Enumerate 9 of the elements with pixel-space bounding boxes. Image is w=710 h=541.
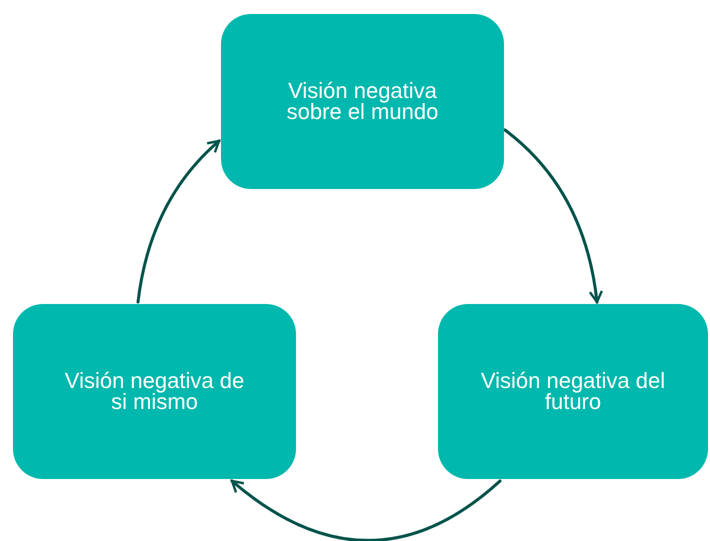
process-box: [13, 304, 296, 479]
process-box: [221, 14, 504, 189]
box-label: Visión negativa de si mismo: [64, 370, 246, 412]
curved-arrow: [504, 128, 603, 304]
curved-arrow: [136, 140, 220, 304]
process-box: [438, 304, 708, 479]
curved-arrow: [230, 480, 502, 541]
box-label: Visión negativa del futuro: [480, 370, 666, 412]
box-label: Visión negativa sobre el mundo: [286, 80, 440, 122]
